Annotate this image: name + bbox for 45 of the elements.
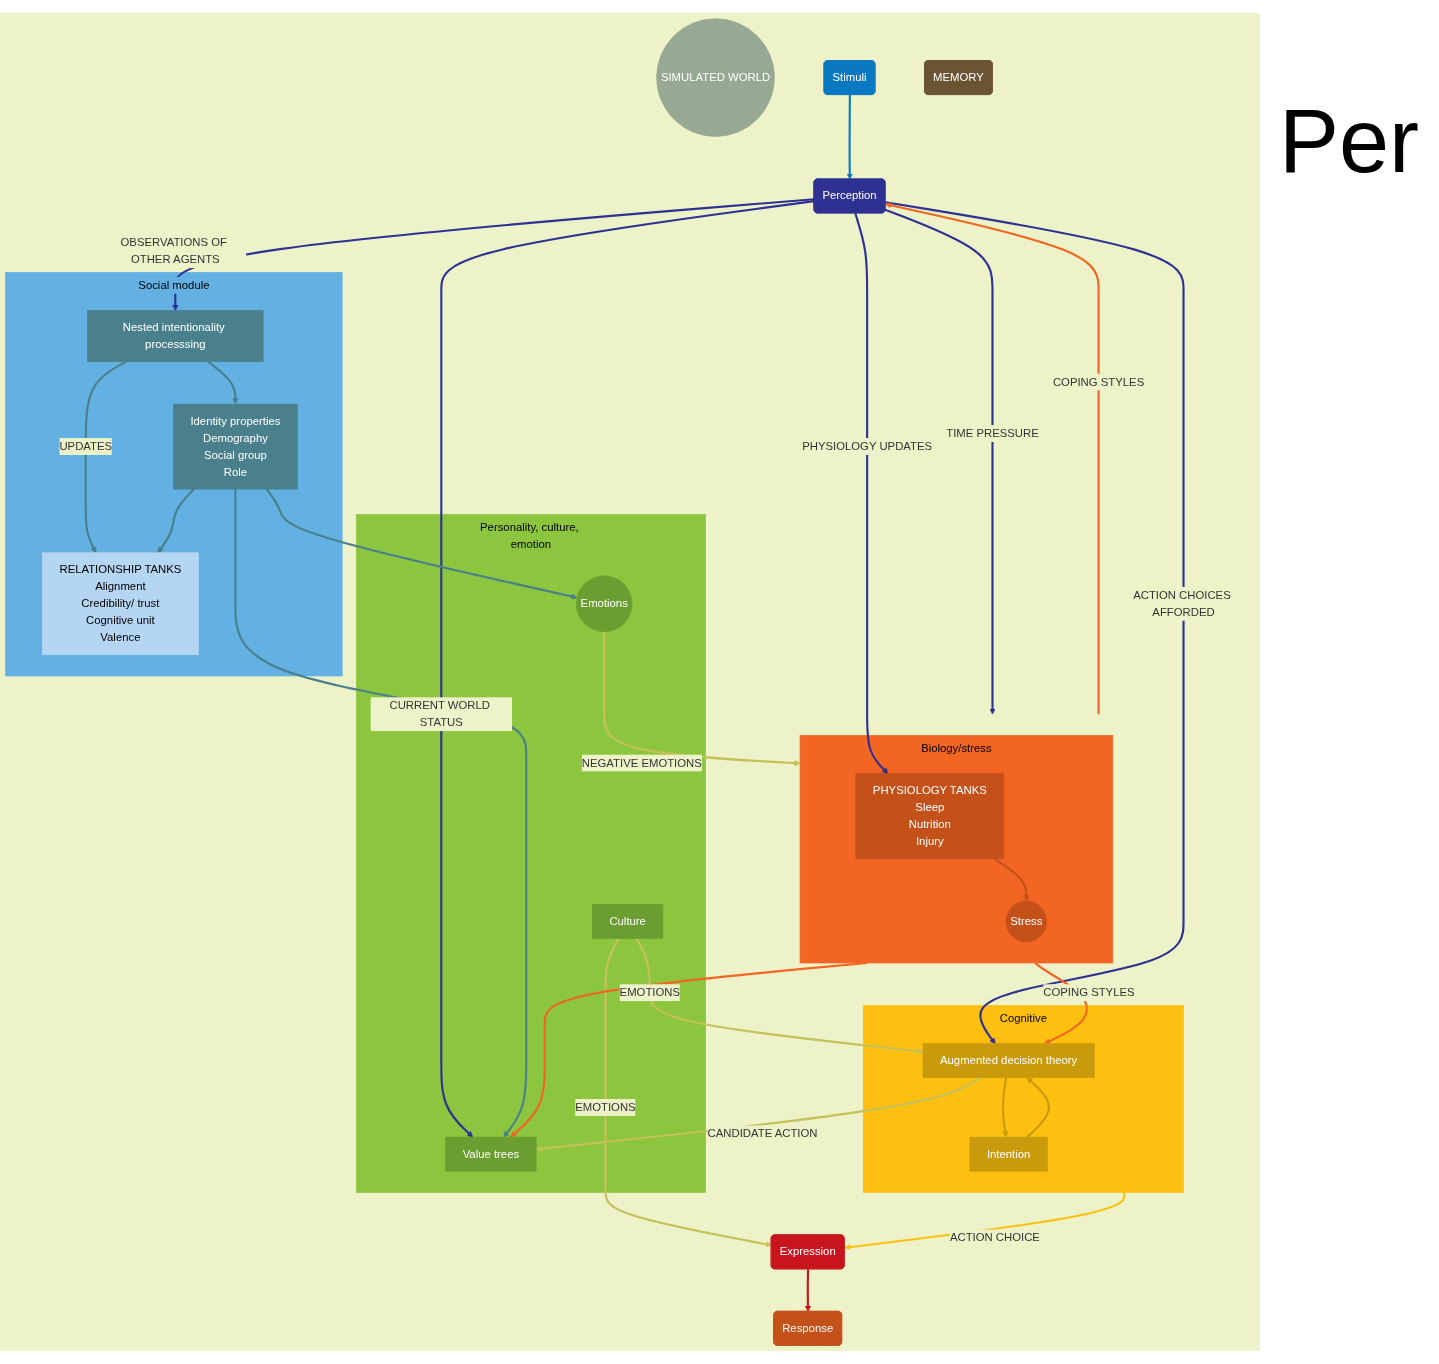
- arrow: [172, 198, 815, 311]
- arrow: [604, 937, 772, 1248]
- node-box: Identity properties Demography Social group Role: [173, 403, 298, 490]
- edge-label: NEGATIVE EMOTIONS: [581, 756, 702, 769]
- arrow: [854, 213, 889, 774]
- arrow: [1001, 1077, 1009, 1138]
- node-box: Intention: [969, 1136, 1048, 1172]
- node-box: Nested intentionality processsing: [87, 310, 264, 362]
- arrow: [884, 208, 996, 715]
- arrow: [265, 488, 578, 600]
- edge-label: ACTION CHOICE: [949, 1231, 1040, 1244]
- arrow: [635, 937, 924, 1055]
- edge-label: TIME PRESSURE: [946, 427, 1039, 440]
- arrow: [993, 857, 1030, 902]
- arrow: [84, 360, 127, 554]
- edge-label: PHYSIOLOGY UPDATES: [802, 440, 933, 453]
- edge-label: CURRENT WORLD STATUS: [389, 699, 490, 729]
- arrow: [885, 202, 1100, 715]
- edge-label: CANDIDATE ACTION: [707, 1127, 818, 1140]
- node-circle: Stress: [1005, 900, 1047, 943]
- arrow: [157, 488, 195, 554]
- node-circle: Emotions: [576, 575, 633, 632]
- edge-label: UPDATES: [59, 440, 113, 453]
- arrow: [535, 1076, 982, 1152]
- arrow: [603, 631, 801, 767]
- node-box: Augmented decision theory: [922, 1043, 1095, 1079]
- arrow: [510, 961, 868, 1138]
- arrow: [844, 1192, 1126, 1251]
- edge-label: COPING STYLES: [1052, 375, 1145, 388]
- arrow: [804, 1269, 812, 1312]
- edge-label: OBSERVATIONS OF OTHER AGENTS: [120, 236, 227, 266]
- node-circle: SIMULATED WORLD: [656, 18, 775, 137]
- node-box: Culture: [592, 904, 664, 939]
- node-box: RELATIONSHIP TANKS Alignment Credibility/ trust Cognitive unit Valence: [42, 552, 199, 656]
- node-box: Value trees: [445, 1136, 537, 1172]
- edge-label: EMOTIONS: [575, 1101, 636, 1114]
- node-box: PHYSIOLOGY TANKS Sleep Nutrition Injury: [855, 773, 1005, 860]
- arrow: [207, 360, 239, 405]
- edge-label: COPING STYLES: [1043, 986, 1135, 999]
- arrow: [846, 94, 853, 180]
- arrow: [1026, 1077, 1050, 1138]
- edge-label: EMOTIONS: [619, 986, 681, 999]
- edge-label: ACTION CHOICES AFFORDED: [1133, 588, 1231, 618]
- slide-title-text: Per: [1278, 90, 1419, 193]
- arrow: [440, 200, 815, 1138]
